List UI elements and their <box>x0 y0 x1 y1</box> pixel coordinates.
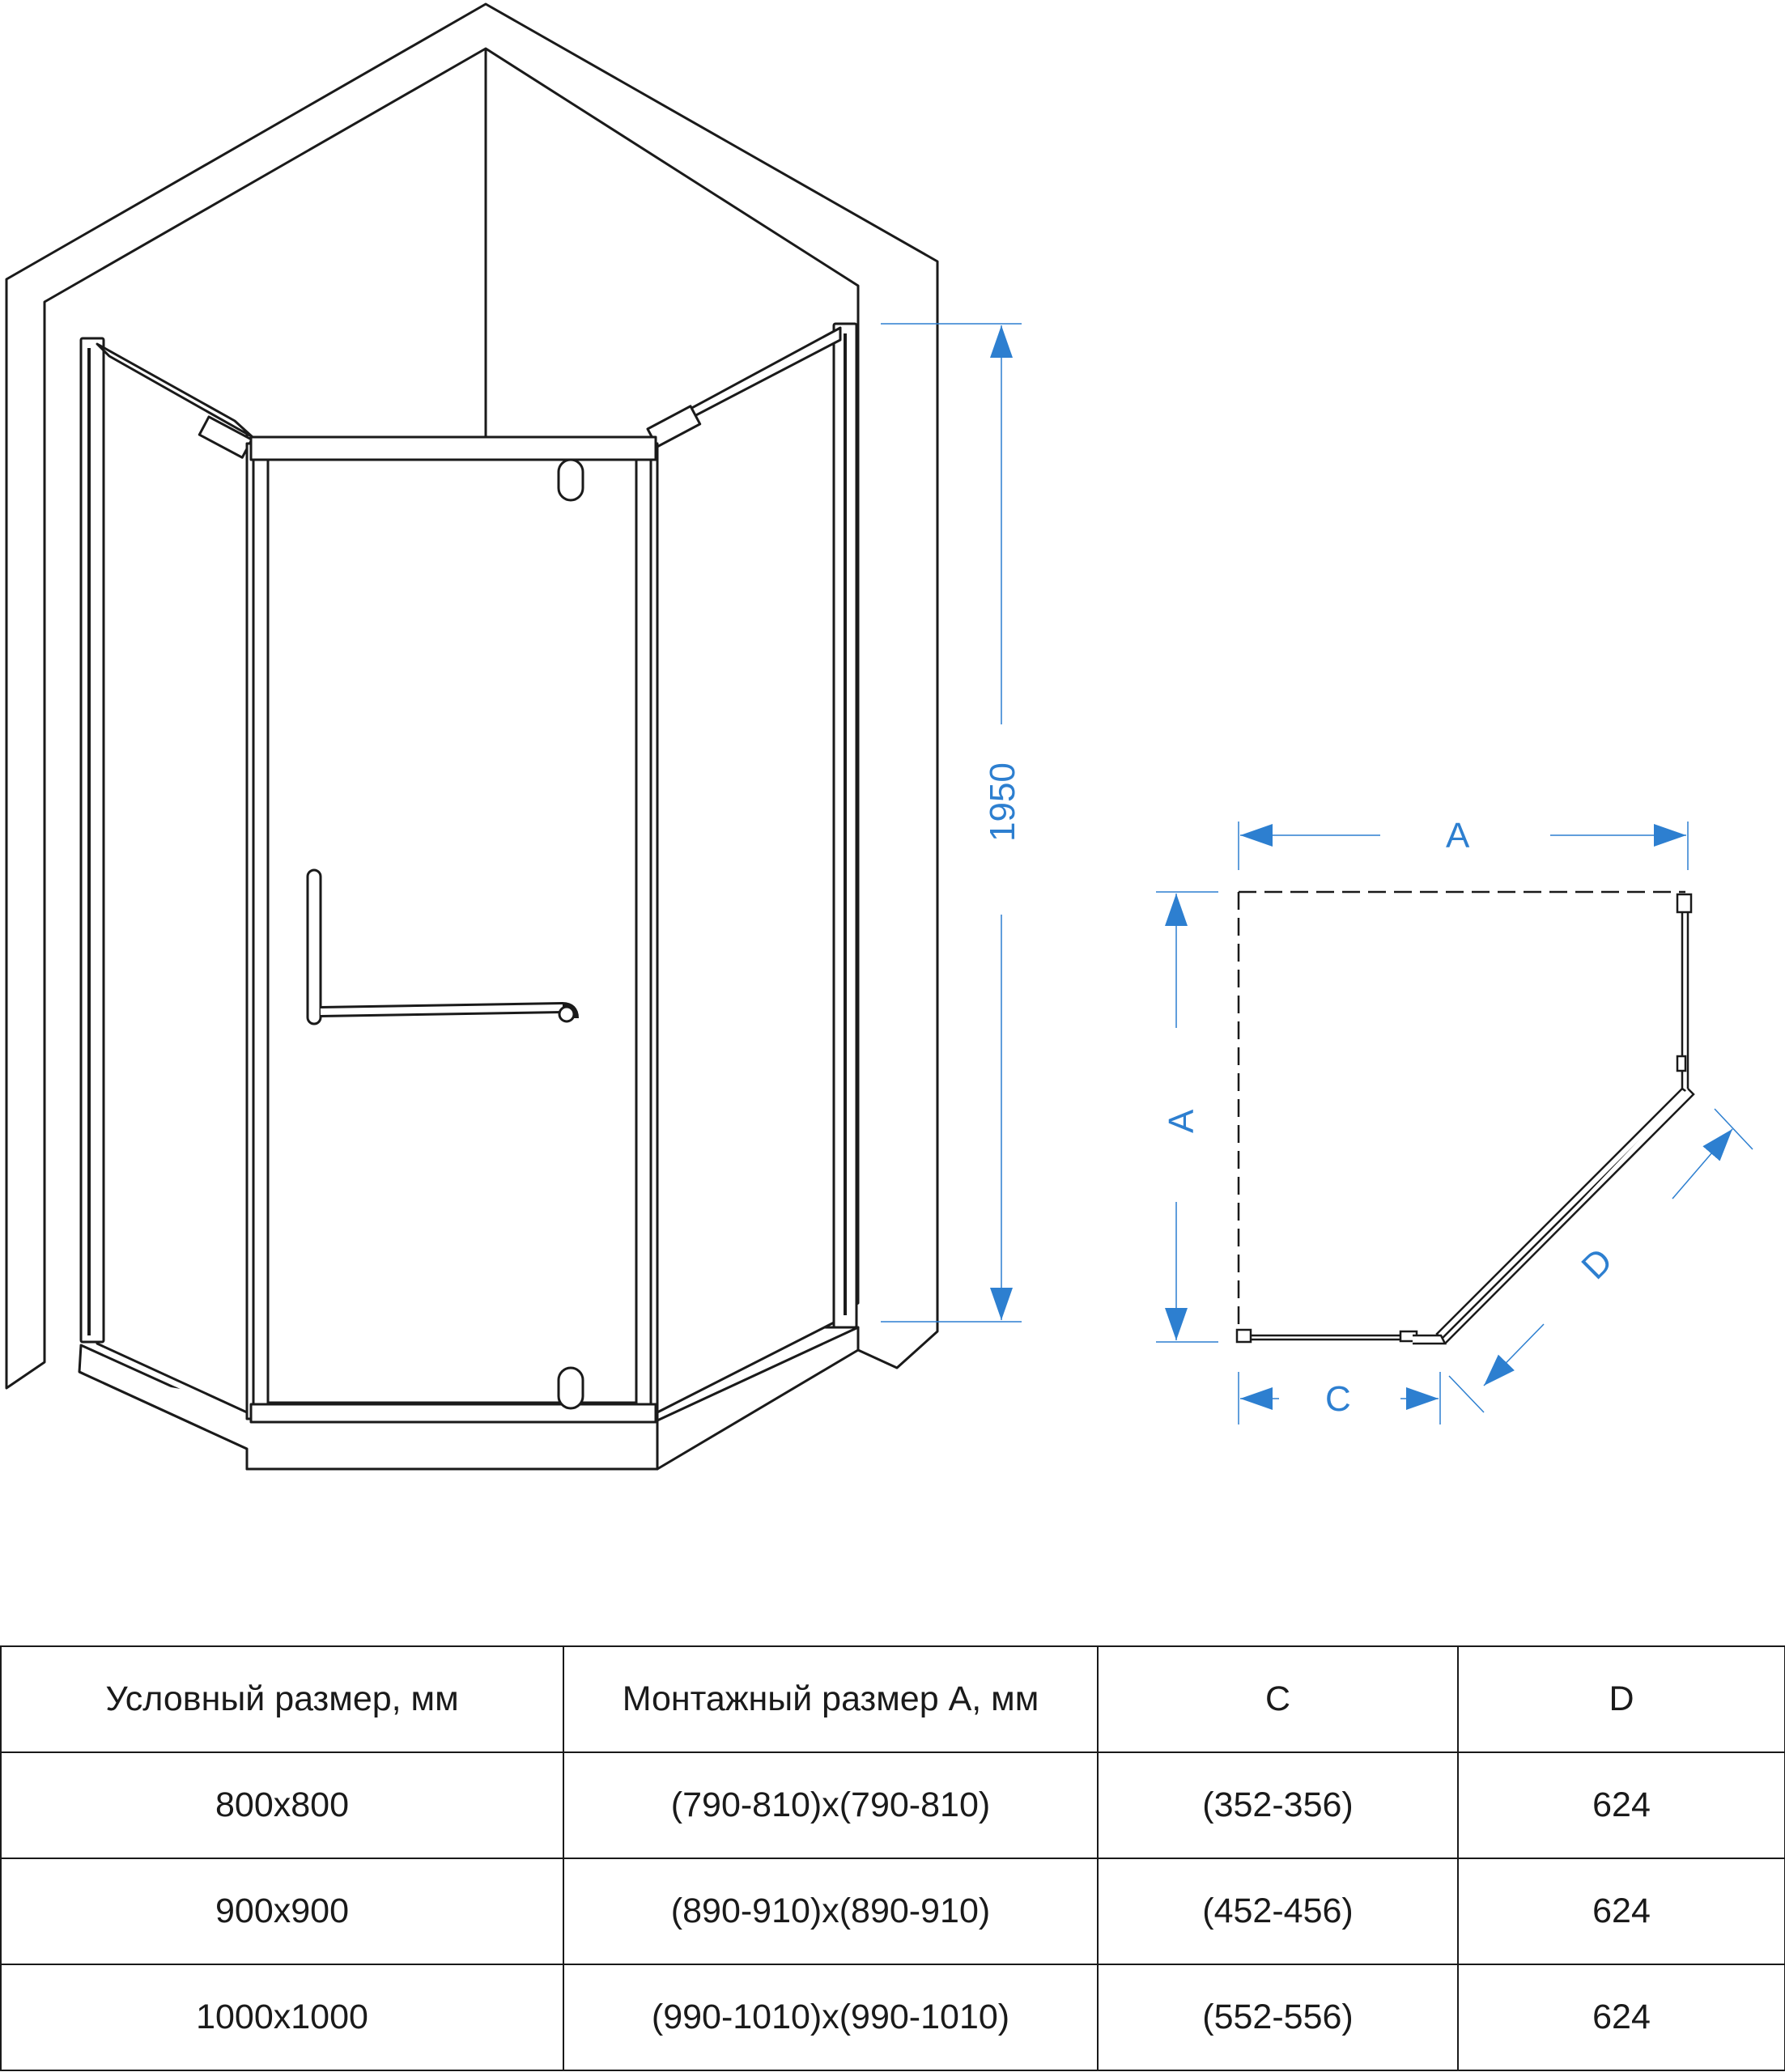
top-hinge <box>557 458 584 502</box>
header-mounting-size: Монтажный размер А, мм <box>563 1645 1099 1753</box>
header-d: D <box>1457 1645 1785 1753</box>
table-cell: 624 <box>1457 1751 1785 1859</box>
table-cell: (790-810)x(790-810) <box>563 1751 1099 1859</box>
table-row: 800x800 (790-810)x(790-810) (352-356) 62… <box>0 1751 1785 1859</box>
door-handle <box>306 868 579 1025</box>
plan-c-label: C <box>1325 1379 1351 1419</box>
table-cell: (352-356) <box>1097 1751 1459 1859</box>
table-row: 1000x1000 (990-1010)x(990-1010) (552-556… <box>0 1964 1785 2071</box>
plan-d-label: D <box>1574 1241 1620 1287</box>
door-glass <box>266 458 638 1404</box>
height-value: 1950 <box>983 762 1022 842</box>
table-header-row: Условный размер, мм Монтажный размер А, … <box>0 1645 1785 1753</box>
table-cell: 624 <box>1457 1858 1785 1965</box>
table-cell: 900x900 <box>0 1858 564 1965</box>
plan-depth-label: A <box>1162 1109 1201 1133</box>
table-cell: (452-456) <box>1097 1858 1459 1965</box>
shower-isometric-view <box>5 2 939 1471</box>
table-cell: 800x800 <box>0 1751 564 1859</box>
header-nominal-size: Условный размер, мм <box>0 1645 564 1753</box>
technical-drawing: 1950 <box>5 2 1753 1471</box>
table-cell: 624 <box>1457 1964 1785 2071</box>
header-c: C <box>1097 1645 1459 1753</box>
height-dimension <box>881 323 1022 1323</box>
left-fixed-panel <box>96 342 249 1414</box>
plan-wall-dashed <box>1237 890 1685 1327</box>
plan-width-label: A <box>1446 816 1470 856</box>
table-cell: (990-1010)x(990-1010) <box>563 1964 1099 2071</box>
bottom-hinge <box>557 1366 584 1410</box>
table-row: 900x900 (890-910)x(890-910) (452-456) 62… <box>0 1858 1785 1965</box>
plan-view <box>1235 890 1695 1345</box>
table-cell: 1000x1000 <box>0 1964 564 2071</box>
table-cell: (552-556) <box>1097 1964 1459 2071</box>
right-fixed-panel <box>656 326 842 1414</box>
plan-dimensions <box>1156 822 1753 1424</box>
size-spec-table: Условный размер, мм Монтажный размер А, … <box>0 1645 1785 2071</box>
table-cell: (890-910)x(890-910) <box>563 1858 1099 1965</box>
